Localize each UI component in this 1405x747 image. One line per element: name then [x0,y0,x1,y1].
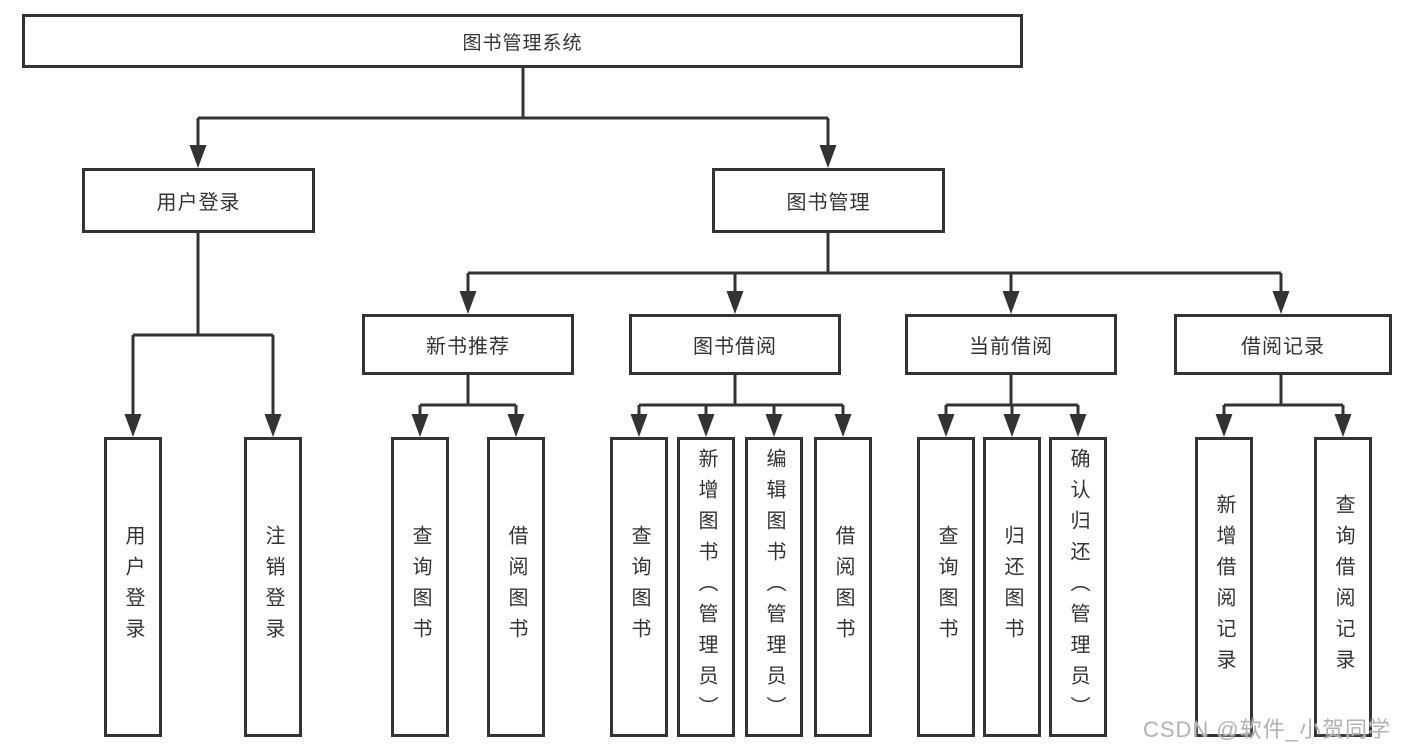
connector-root-to-level2 [196,68,830,147]
leaf-borrow-edit-books-admin: 编辑图书（管理员） [745,437,803,737]
leaf-newbook-borrow-books: 借阅图书 [487,437,545,737]
node-book-management: 图书管理 [712,168,945,233]
leaf-current-query-books: 查询图书 [917,437,975,737]
leaf-borrow-add-books-admin: 新增图书（管理员） [677,437,735,737]
connector-borrowrecords-to-children [1222,375,1345,416]
node-new-book-recommend: 新书推荐 [362,314,574,375]
leaf-current-return-books: 归还图书 [983,437,1041,737]
connector-bookborrow-to-children [637,375,845,416]
node-borrow-records: 借阅记录 [1174,314,1392,375]
leaf-borrow-query-books: 查询图书 [610,437,668,737]
connector-currentborrow-to-children [944,375,1080,416]
leaf-borrow-lend-books: 借阅图书 [814,437,872,737]
leaf-newbook-query-books: 查询图书 [391,437,449,737]
node-current-borrow: 当前借阅 [905,314,1117,375]
csdn-watermark: CSDN @软件_小贺同学 [1142,717,1391,742]
node-root-system: 图书管理系统 [22,14,1023,68]
leaf-current-confirm-return-admin: 确认归还（管理员） [1049,437,1107,737]
connector-newbook-to-children [418,375,518,416]
connector-bookmgmt-to-level3 [466,233,1283,293]
leaf-records-add-record: 新增借阅记录 [1195,437,1253,737]
node-book-borrow: 图书借阅 [629,314,841,375]
leaf-user-login: 用户登录 [104,437,162,737]
leaf-logout: 注销登录 [244,437,302,737]
connector-userlogin-to-children [131,233,275,416]
leaf-records-query-record: 查询借阅记录 [1314,437,1372,737]
node-user-login: 用户登录 [82,168,315,233]
